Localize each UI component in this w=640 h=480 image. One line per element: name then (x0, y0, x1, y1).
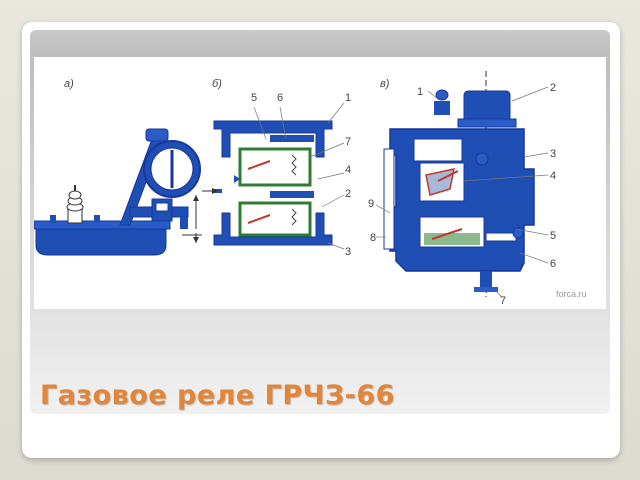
callout-v-6: 6 (550, 258, 556, 270)
callout-b-7: 7 (345, 136, 351, 148)
gas-relay-diagram: а) (34, 71, 587, 307)
watermark: forca.ru (556, 289, 587, 299)
callout-v-8: 8 (370, 232, 376, 244)
callout-v-1: 1 (417, 86, 423, 98)
gas-relay-figure: а) (34, 57, 606, 309)
callout-v-3: 3 (550, 148, 556, 160)
callout-b-3: 3 (345, 246, 351, 258)
callout-b-2: 2 (345, 188, 351, 200)
slide-title: Газовое реле ГРЧЗ-66 (40, 380, 395, 411)
callout-b-5: 5 (251, 92, 257, 104)
callout-v-5: 5 (550, 230, 556, 242)
callout-b-6: 6 (277, 92, 283, 104)
callout-v-7: 7 (500, 295, 506, 307)
panel-a-label: а) (64, 78, 74, 90)
panel-a-transformer-drawing: а) (34, 78, 202, 256)
panel-b-relay-scheme: б) (202, 78, 351, 258)
panel-v-label: в) (380, 78, 390, 90)
panel-v-relay-cutaway: в) (368, 71, 587, 307)
callout-b-1: 1 (345, 92, 351, 104)
callout-v-2: 2 (550, 82, 556, 94)
callout-b-4: 4 (345, 164, 351, 176)
panel-b-label: б) (212, 78, 222, 90)
callout-v-4: 4 (550, 170, 556, 182)
callout-v-9: 9 (368, 198, 374, 210)
